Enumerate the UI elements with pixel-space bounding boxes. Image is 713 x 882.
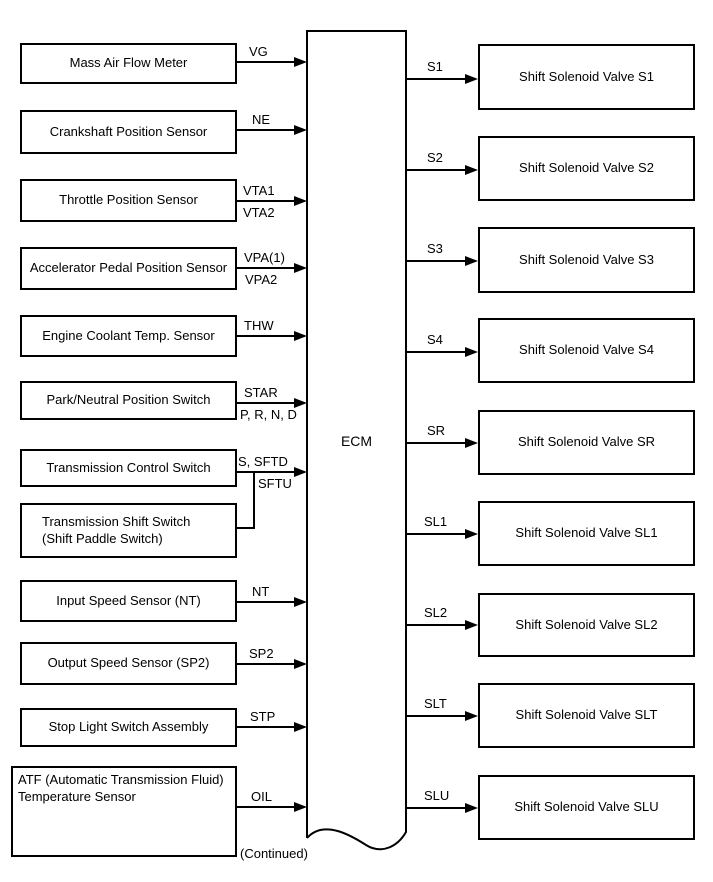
output-box-label: Shift Solenoid Valve SL2 (515, 616, 658, 632)
signal-label-prnd: P, R, N, D (240, 407, 297, 422)
arrowhead-s2 (465, 165, 478, 175)
arrowhead-s1 (465, 74, 478, 84)
output-box-shift-solenoid-valve-slt: Shift Solenoid Valve SLT (478, 683, 695, 748)
ecm-label: ECM (340, 433, 373, 449)
signal-label-vta2: VTA2 (243, 205, 275, 220)
input-box-mass-air-flow-meter: Mass Air Flow Meter (20, 43, 237, 84)
input-box-label: Engine Coolant Temp. Sensor (42, 327, 215, 343)
input-box-label: Transmission Shift Switch (Shift Paddle … (42, 513, 191, 546)
input-box-label: Transmission Control Switch (46, 459, 211, 475)
signal-label-sl2: SL2 (424, 605, 448, 620)
signal-label-slt: SLT (424, 696, 447, 711)
signal-label-oil: OIL (251, 789, 272, 804)
input-box-label: Accelerator Pedal Position Sensor (29, 260, 228, 276)
input-box-transmission-shift-switch: Transmission Shift Switch (Shift Paddle … (20, 503, 237, 558)
output-box-label: Shift Solenoid Valve SLU (514, 799, 659, 815)
input-box-label: Stop Light Switch Assembly (48, 719, 209, 735)
ecm-box-outline (306, 30, 407, 851)
arrowhead-sl1 (465, 529, 478, 539)
signal-label-vta1: VTA1 (243, 183, 275, 198)
output-box-shift-solenoid-valve-sr: Shift Solenoid Valve SR (478, 410, 695, 475)
output-box-label: Shift Solenoid Valve S4 (519, 342, 654, 358)
arrowhead-oil (294, 802, 307, 812)
input-box-label: ATF (Automatic Transmission Fluid) Tempe… (18, 772, 224, 804)
output-box-shift-solenoid-valve-slu: Shift Solenoid Valve SLU (478, 775, 695, 840)
input-box-engine-coolant-temp-sensor: Engine Coolant Temp. Sensor (20, 315, 237, 357)
signal-label-vpa1: VPA(1) (244, 250, 285, 265)
signal-label-stp: STP (250, 709, 276, 724)
input-box-label: Output Speed Sensor (SP2) (47, 655, 210, 671)
signal-label-vpa2: VPA2 (245, 272, 278, 287)
input-box-label: Crankshaft Position Sensor (49, 123, 208, 139)
arrowhead-ne (294, 125, 307, 135)
input-box-label: Mass Air Flow Meter (69, 55, 188, 71)
arrowhead-vg (294, 57, 307, 67)
arrowhead-sft (294, 467, 307, 477)
signal-label-s1: S1 (427, 59, 443, 74)
signal-label-slu: SLU (424, 788, 450, 803)
input-box-throttle-position-sensor: Throttle Position Sensor (20, 179, 237, 222)
input-box-crankshaft-position-sensor: Crankshaft Position Sensor (20, 110, 237, 154)
signal-label-sftu: SFTU (258, 476, 292, 491)
output-box-shift-solenoid-valve-s4: Shift Solenoid Valve S4 (478, 318, 695, 383)
arrowhead-s4 (465, 347, 478, 357)
signal-label-sr: SR (427, 423, 446, 438)
arrowhead-stp (294, 722, 307, 732)
output-box-label: Shift Solenoid Valve S2 (519, 160, 654, 176)
input-box-accelerator-pedal-position-sensor: Accelerator Pedal Position Sensor (20, 247, 237, 290)
signal-label-thw: THW (244, 318, 274, 333)
arrowhead-slu (465, 803, 478, 813)
input-box-output-speed-sensor: Output Speed Sensor (SP2) (20, 642, 237, 685)
signal-label-nt: NT (252, 584, 270, 599)
output-box-label: Shift Solenoid Valve S1 (519, 68, 654, 84)
arrowhead-thw (294, 331, 307, 341)
arrowhead-nt (294, 597, 307, 607)
output-box-shift-solenoid-valve-s3: Shift Solenoid Valve S3 (478, 227, 695, 293)
input-box-label: Throttle Position Sensor (59, 192, 198, 208)
input-box-label: Input Speed Sensor (NT) (56, 592, 201, 608)
output-box-shift-solenoid-valve-s2: Shift Solenoid Valve S2 (478, 136, 695, 201)
arrowhead-sl2 (465, 620, 478, 630)
arrowhead-star (294, 398, 307, 408)
signal-label-sp2: SP2 (249, 646, 274, 661)
arrowhead-sr (465, 438, 478, 448)
output-box-shift-solenoid-valve-sl2: Shift Solenoid Valve SL2 (478, 593, 695, 657)
output-box-label: Shift Solenoid Valve SR (517, 434, 656, 450)
signal-label-s4: S4 (427, 332, 443, 347)
arrowhead-vta (294, 196, 307, 206)
input-box-stop-light-switch-assembly: Stop Light Switch Assembly (20, 708, 237, 747)
signal-label-ne: NE (252, 112, 271, 127)
signal-label-s-sftd: S, SFTD (238, 454, 288, 469)
output-box-label: Shift Solenoid Valve S3 (519, 251, 654, 267)
continued-label: (Continued) (240, 846, 308, 861)
connector-shift-paddle-elbow (237, 471, 255, 529)
input-box-park-neutral-position-switch: Park/Neutral Position Switch (20, 381, 237, 420)
output-box-shift-solenoid-valve-s1: Shift Solenoid Valve S1 (478, 44, 695, 110)
input-box-atf-temperature-sensor: ATF (Automatic Transmission Fluid) Tempe… (11, 766, 237, 857)
signal-label-s3: S3 (427, 241, 443, 256)
signal-label-s2: S2 (427, 150, 443, 165)
output-box-label: Shift Solenoid Valve SLT (515, 707, 658, 723)
arrowhead-s3 (465, 256, 478, 266)
arrowhead-vpa (294, 263, 307, 273)
arrowhead-sp2 (294, 659, 307, 669)
input-box-transmission-control-switch: Transmission Control Switch (20, 449, 237, 487)
signal-label-star: STAR (244, 385, 278, 400)
output-box-label: Shift Solenoid Valve SL1 (515, 525, 658, 541)
arrowhead-slt (465, 711, 478, 721)
signal-label-sl1: SL1 (424, 514, 448, 529)
signal-label-vg: VG (249, 44, 268, 59)
input-box-label: Park/Neutral Position Switch (46, 392, 211, 408)
input-box-input-speed-sensor: Input Speed Sensor (NT) (20, 580, 237, 622)
output-box-shift-solenoid-valve-sl1: Shift Solenoid Valve SL1 (478, 501, 695, 566)
